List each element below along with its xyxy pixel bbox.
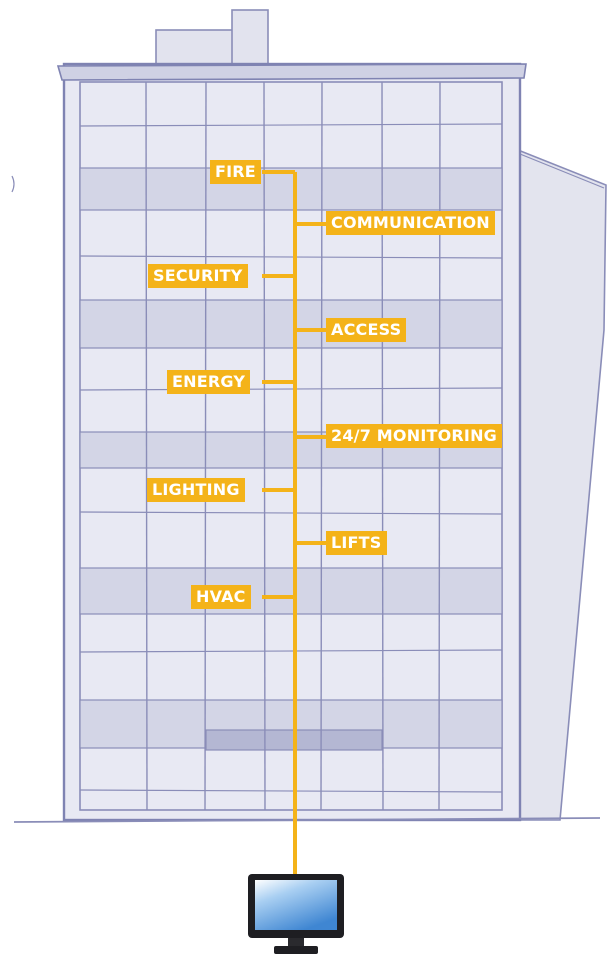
rooftop-box [155, 29, 235, 67]
rooftop-chimney [231, 9, 269, 67]
label-lifts: LIFTS [326, 531, 387, 555]
roof-ledge [56, 63, 527, 81]
ground-line [13, 817, 601, 823]
monitor-stand [274, 946, 318, 954]
label-hvac: HVAC [191, 585, 251, 609]
label-access: ACCESS [326, 318, 407, 342]
floor-band [79, 167, 503, 211]
label-communication: COMMUNICATION [326, 211, 495, 235]
floor-band [79, 299, 503, 349]
label-monitoring: 24/7 MONITORING [326, 424, 502, 448]
computer-monitor-icon [248, 874, 344, 954]
connector-lines [262, 170, 326, 874]
side-wing [517, 148, 607, 821]
monitor-screen [255, 880, 337, 930]
floor-band [79, 567, 503, 615]
label-fire: FIRE [210, 160, 261, 184]
label-lighting: LIGHTING [147, 478, 245, 502]
label-security: SECURITY [148, 264, 248, 288]
label-energy: ENERGY [167, 370, 251, 394]
